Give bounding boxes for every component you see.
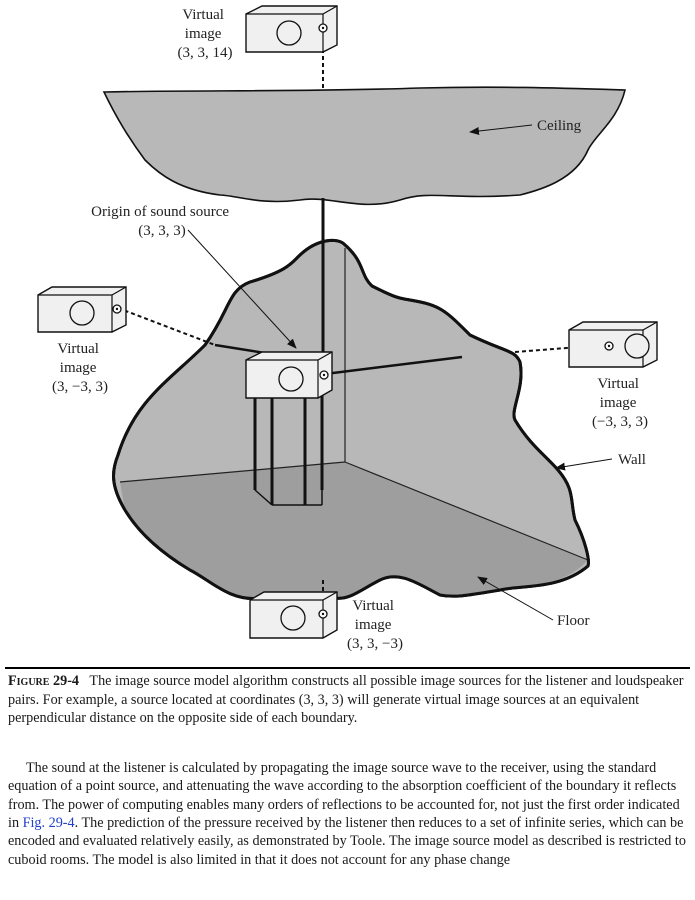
- floor-left-edge: [119, 461, 346, 483]
- wall-leader-arrow: [555, 458, 613, 471]
- virtual-speaker-top: [245, 5, 338, 53]
- floor-surface: [120, 462, 588, 599]
- label-right-image: Virtual image (−3, 3, 3): [592, 376, 648, 430]
- image-source-model-figure: Virtual image (3, 3, 14) Ceiling Origin …: [37, 5, 658, 652]
- ceiling-leader-arrow: [469, 124, 533, 135]
- virtual-speaker-left: [37, 286, 127, 333]
- label-ceiling: Ceiling: [537, 118, 582, 134]
- source-speaker: [245, 351, 333, 399]
- caption-rule: [5, 667, 690, 669]
- ray-to-right-wall: [324, 355, 463, 376]
- label-wall: Wall: [618, 452, 646, 468]
- virtual-speaker-right: [568, 321, 658, 368]
- origin-leader-arrow: [187, 229, 297, 349]
- figure-caption: Figure 29-4 The image source model algor…: [8, 672, 690, 728]
- caption-label: Figure 29-4: [8, 673, 80, 689]
- label-left-image: Virtual image (3, −3, 3): [52, 341, 108, 395]
- floor-right-edge: [344, 461, 589, 561]
- figure-link[interactable]: Fig. 29-4: [22, 815, 75, 832]
- caption-text: The image source model algorithm constru…: [8, 673, 684, 726]
- label-floor: Floor: [557, 613, 590, 629]
- label-origin: Origin of sound source (3, 3, 3): [91, 204, 233, 239]
- label-bottom-image: Virtual image (3, 3, −3): [347, 598, 403, 652]
- floor-leader-arrow: [477, 576, 554, 621]
- ceiling-surface: [102, 86, 627, 206]
- virtual-speaker-bottom: [249, 591, 338, 639]
- body-paragraph: The sound at the listener is calculated …: [8, 760, 686, 868]
- speaker-stand: [253, 388, 324, 506]
- ray-beyond-left-wall: [117, 307, 216, 346]
- label-top-image: Virtual image (3, 3, 14): [178, 7, 233, 61]
- ray-beyond-right-wall: [514, 344, 606, 353]
